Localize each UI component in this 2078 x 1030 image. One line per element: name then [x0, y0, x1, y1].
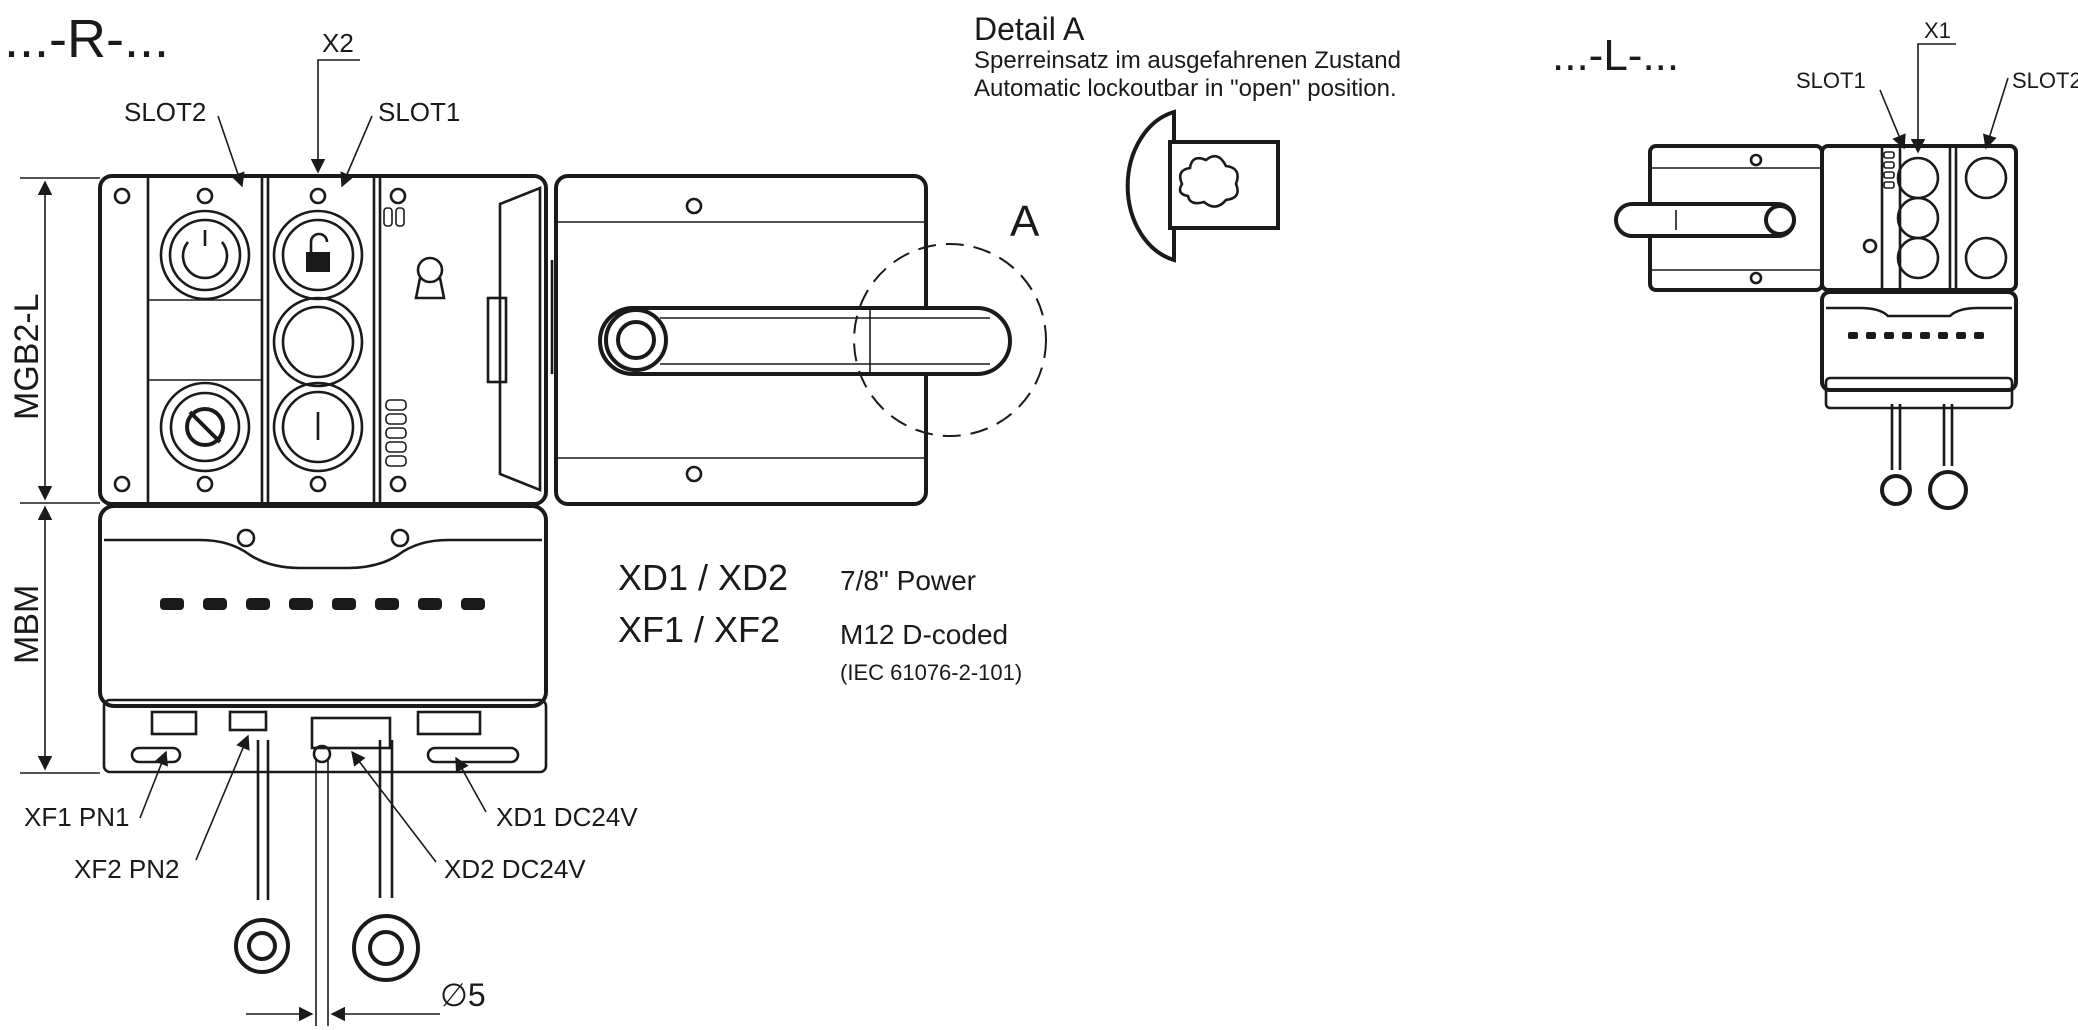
keyhole-icon [414, 256, 446, 300]
xd1-label: XD1 DC24V [496, 802, 638, 832]
legend-row1-code: XD1 / XD2 [618, 557, 788, 598]
left-slot2-label: SLOT2 [2012, 68, 2078, 93]
left-mbm-led-row [1848, 332, 1984, 339]
connector-callout-lines [139, 734, 487, 863]
xf1-label: XF1 PN1 [24, 802, 130, 832]
xf2-label: XF2 PN2 [74, 854, 180, 884]
variant-left-title: ...-L-... [1552, 31, 1679, 80]
variant-right-title: ...-R-... [4, 9, 169, 69]
legend-row1-desc: 7/8" Power [840, 565, 976, 596]
legend-row2-code: XF1 / XF2 [618, 609, 780, 650]
left-slot-callout-lines [1879, 43, 2009, 154]
dimension-mgb-label: MGB2-L [8, 293, 46, 420]
dimension-mbm-label: MBM [8, 585, 46, 664]
detail-a-marker: A [1010, 197, 1040, 246]
connector-x2-label: X2 [322, 28, 354, 58]
housing-screws [113, 187, 407, 493]
slot-callout-lines [217, 59, 373, 188]
detail-a-circle [853, 243, 1047, 437]
unlock-button-icon [272, 209, 364, 301]
left-led-column [1883, 151, 1895, 189]
emergency-stop-icon [159, 209, 251, 301]
legend-row2-desc: M12 D-coded [840, 619, 1008, 650]
left-connector-x1-label: X1 [1924, 18, 1951, 43]
dimension-lines [20, 177, 100, 774]
mbm-bus-module [98, 504, 548, 1026]
lockout-bar-detail [1125, 109, 1280, 263]
door-handle-module [550, 174, 1012, 506]
detail-line-de: Sperreinsatz im ausgefahrenen Zustand [974, 47, 1401, 74]
detail-title: Detail A [974, 11, 1085, 47]
left-slot1-label: SLOT1 [1796, 68, 1866, 93]
left-variant-device [1614, 144, 2018, 510]
detail-line-en: Automatic lockoutbar in "open" position. [974, 75, 1397, 102]
slot2-label: SLOT2 [124, 97, 206, 127]
blank-button-icon [272, 296, 364, 388]
mgb-housing [98, 174, 548, 506]
key-switch-icon [159, 381, 251, 473]
power-button-icon [272, 381, 364, 473]
legend-row2-note: (IEC 61076-2-101) [840, 660, 1022, 685]
slot1-label: SLOT1 [378, 97, 460, 127]
diameter-label: ∅5 [440, 977, 486, 1013]
xd2-label: XD2 DC24V [444, 854, 586, 884]
mbm-led-row [160, 598, 485, 610]
status-led-indicators [383, 207, 407, 467]
